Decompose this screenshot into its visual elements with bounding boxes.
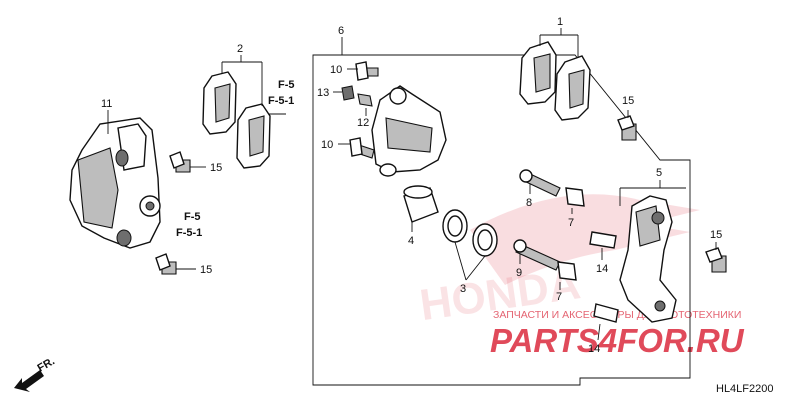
callout-10a: 10	[330, 64, 342, 76]
callout-7a: 7	[568, 217, 574, 229]
caliper-assembly-11	[69, 110, 161, 249]
diagram-code: HL4LF2200	[716, 383, 774, 395]
watermark-site: PARTS4FOR.RU	[490, 322, 745, 359]
callout-13: 13	[317, 87, 329, 99]
callout-3: 3	[460, 283, 466, 295]
brake-pad-set-2	[202, 55, 286, 169]
bolt-10-b	[338, 137, 375, 159]
bolt-15-c	[617, 110, 637, 141]
front-arrow-icon	[14, 370, 44, 392]
callout-11: 11	[101, 98, 112, 110]
ref-a-1-line1: F-5	[278, 79, 295, 91]
callout-10b: 10	[321, 139, 333, 151]
boot-7-b	[557, 261, 577, 290]
boot-7-a	[565, 187, 585, 214]
callout-15c: 15	[622, 95, 634, 107]
callout-15d: 15	[710, 229, 722, 241]
callout-15a: 15	[210, 162, 222, 174]
bolt-15-d	[705, 242, 727, 273]
piston-4	[403, 185, 439, 232]
callout-15b: 15	[200, 264, 212, 276]
ref-b-1-line1: F-5	[184, 211, 201, 223]
pad-spring-14-b	[593, 303, 619, 341]
callout-2: 2	[237, 43, 243, 55]
callout-12: 12	[357, 117, 369, 129]
pin-12	[357, 93, 373, 116]
bolt-15-a	[169, 151, 206, 173]
callout-14a: 14	[596, 263, 608, 275]
bolt-10-a	[347, 61, 379, 81]
callout-5: 5	[656, 167, 662, 179]
callout-9: 9	[516, 267, 522, 279]
seals-3	[442, 209, 498, 281]
ref-b-1-line2: F-5-1	[176, 227, 202, 239]
slide-pin-9	[513, 239, 561, 271]
bolt-15-b	[155, 253, 196, 275]
direction-label: FR.	[36, 355, 57, 374]
cap-13	[333, 85, 355, 101]
callout-7b: 7	[556, 291, 562, 303]
callout-4: 4	[408, 235, 414, 247]
callout-14b: 14	[588, 343, 600, 355]
bracket-5	[619, 180, 686, 323]
caliper-body-6	[371, 85, 447, 177]
assembly-box	[312, 54, 691, 386]
slide-pin-8	[519, 169, 561, 197]
callout-1: 1	[557, 16, 563, 28]
ref-a-1-line2: F-5-1	[268, 95, 294, 107]
brake-pad-set-1	[519, 28, 591, 121]
callout-8: 8	[526, 197, 532, 209]
pad-spring-14-a	[589, 231, 617, 260]
callout-6: 6	[338, 25, 344, 37]
